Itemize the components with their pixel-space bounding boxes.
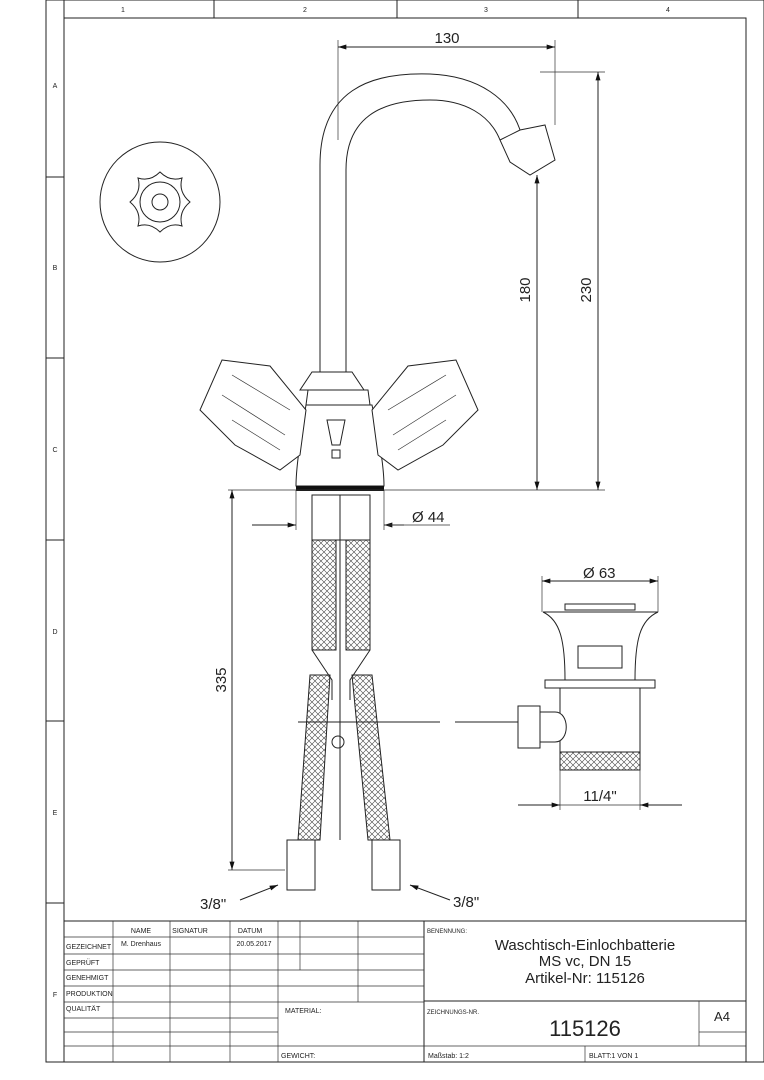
dimension-base-diameter: Ø 44 [412,509,445,526]
title-line-2: MS vc, DN 15 [539,953,632,970]
faucet-side-view [199,73,556,891]
row-label-gezeichnet: GEZEICHNET [66,944,112,951]
paper-format: A4 [714,1009,730,1024]
dimension-hose-length: 335 [213,667,230,692]
drain-side-view [517,603,659,771]
row-label: C [52,447,57,454]
title-line-1: Waschtisch-Einlochbatterie [495,937,675,954]
drafter-name: M. Drenhaus [121,941,162,948]
dimension-left-thread: 3/8" [200,896,226,913]
row-label: D [52,629,57,636]
title-block: NAME SIGNATUR DATUM GEZEICHNET M. Drenha… [64,920,746,1062]
row-label-geprueft: GEPRÜFT [66,959,100,967]
row-label: E [53,810,58,817]
column-label: 3 [484,7,488,14]
gewicht-label: GEWICHT: [281,1053,315,1060]
column-label: 4 [666,7,670,14]
dimension-spout-height: 180 [517,277,534,302]
row-label: F [53,992,57,999]
handle-top-view [99,141,221,263]
row-label-qualitaet: QUALITÄT [66,1005,101,1013]
header-datum: DATUM [238,928,263,935]
dimension-right-thread: 3/8" [453,894,479,911]
header-signatur: SIGNATUR [172,928,208,935]
drawing-frame: 1 2 3 4 A B C D E F [45,0,764,1063]
row-label: A [53,83,58,90]
dimension-drain-thread: 11/4" [583,788,616,805]
column-label: 2 [303,7,307,14]
header-name: NAME [131,928,152,935]
title-line-3: Artikel-Nr: 115126 [525,970,645,987]
scale: Maßstab: 1:2 [428,1053,469,1060]
row-label: B [53,265,58,272]
column-label: 1 [121,7,125,14]
drawing-date: 20.05.2017 [236,941,271,948]
dimension-total-height: 230 [578,277,595,302]
dimension-spout-reach: 130 [434,30,459,47]
dimensions: 130 180 230 Ø 44 335 3/8" 3/8" Ø 63 11/4… [200,30,682,913]
sheet-number: BLATT:1 VON 1 [589,1053,638,1060]
benennung-label: BENENNUNG: [427,929,467,935]
material-label: MATERIAL: [285,1008,321,1015]
dimension-drain-diameter: Ø 63 [583,565,616,582]
row-label-genehmigt: GENEHMIGT [66,975,109,982]
zeichnungs-label: ZEICHNUNGS-NR. [427,1010,479,1016]
row-label-produktion: PRODUKTION [66,991,113,998]
drawing-number: 115126 [549,1016,621,1041]
